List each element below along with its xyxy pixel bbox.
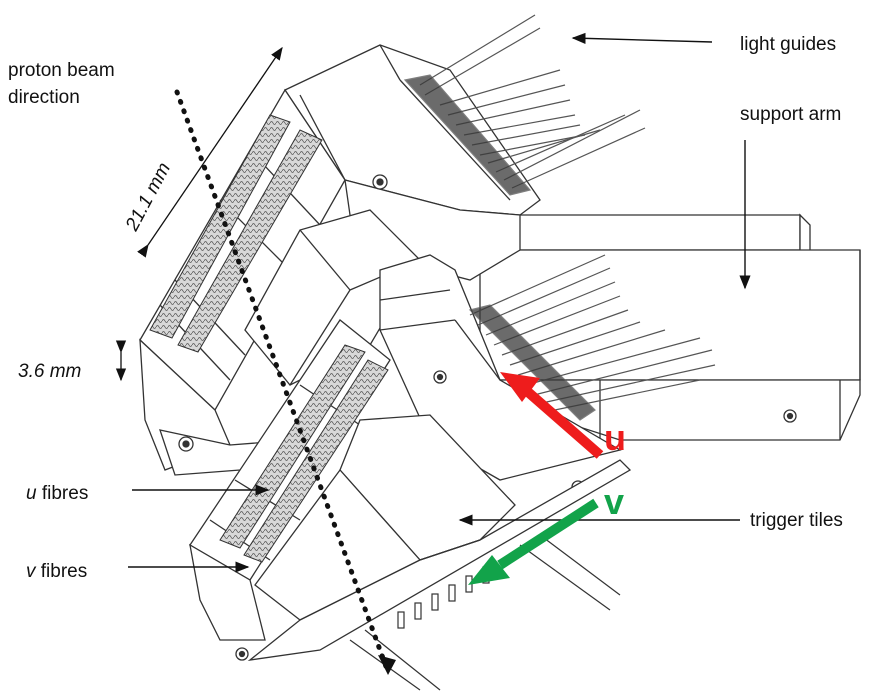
support-arm-label: support arm	[740, 104, 841, 125]
proton-beam-label-line2: direction	[8, 87, 80, 108]
v-axis-label: v	[604, 481, 624, 522]
u-fibres-letter: u	[26, 483, 37, 504]
lower-light-guides	[468, 254, 716, 421]
label-pointers	[128, 32, 751, 573]
upper-light-guides	[403, 14, 646, 196]
trigger-tiles-label: trigger tiles	[750, 510, 843, 531]
light-guides-label: light guides	[740, 34, 836, 55]
v-fibres-word: fibres	[36, 561, 88, 582]
lower-u-fibres	[219, 344, 366, 549]
thickness-dimension-label: 3.6 mm	[18, 361, 81, 382]
v-fibres-label: v fibres	[26, 561, 87, 582]
length-dimension-arrow	[137, 46, 283, 258]
lower-v-fibres	[243, 359, 389, 563]
u-fibres-label: u fibres	[26, 483, 88, 504]
v-axis-arrow	[468, 498, 599, 585]
u-axis-label: u	[604, 417, 626, 458]
u-axis-arrow	[500, 372, 604, 459]
v-fibres-letter: v	[26, 561, 37, 582]
u-fibres-word: fibres	[37, 483, 89, 504]
length-dimension-label: 21.1 mm	[121, 159, 175, 235]
proton-beam-label-line1: proton beam	[8, 60, 115, 81]
